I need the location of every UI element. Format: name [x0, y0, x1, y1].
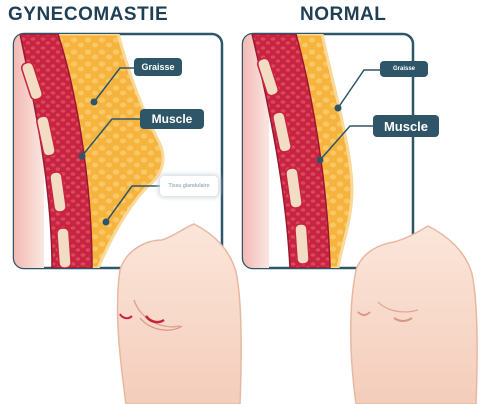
label-fat-left: Graisse	[134, 58, 182, 76]
chest-contour-right	[377, 301, 419, 313]
torso-body-right	[350, 225, 478, 404]
label-muscle-left: Muscle	[140, 109, 204, 129]
label-glandular-tissue-left: Tissu glandulaire	[160, 176, 218, 196]
nipple-right-b	[357, 311, 371, 316]
torso-gynecomastie	[116, 223, 242, 404]
leader-dots-left	[78, 98, 110, 226]
label-muscle-right: Muscle	[373, 115, 439, 137]
ribs-left	[20, 61, 72, 268]
gynecomastie-panel	[12, 32, 224, 270]
torso-body-left	[116, 223, 242, 404]
ribs-right	[256, 57, 310, 265]
nipple-left-a	[144, 315, 165, 324]
label-fat-right: Graisse	[380, 61, 428, 77]
normal-panel	[241, 32, 415, 270]
leader-lines-left	[81, 67, 160, 223]
title-gynecomastie: GYNECOMASTIE	[8, 4, 169, 25]
leader-dots-right	[316, 104, 342, 164]
nipple-left-b	[119, 313, 133, 320]
leader-lines-right	[319, 69, 380, 161]
nipple-right-a	[393, 317, 413, 322]
title-normal: NORMAL	[300, 4, 387, 25]
torso-normal	[350, 225, 478, 404]
